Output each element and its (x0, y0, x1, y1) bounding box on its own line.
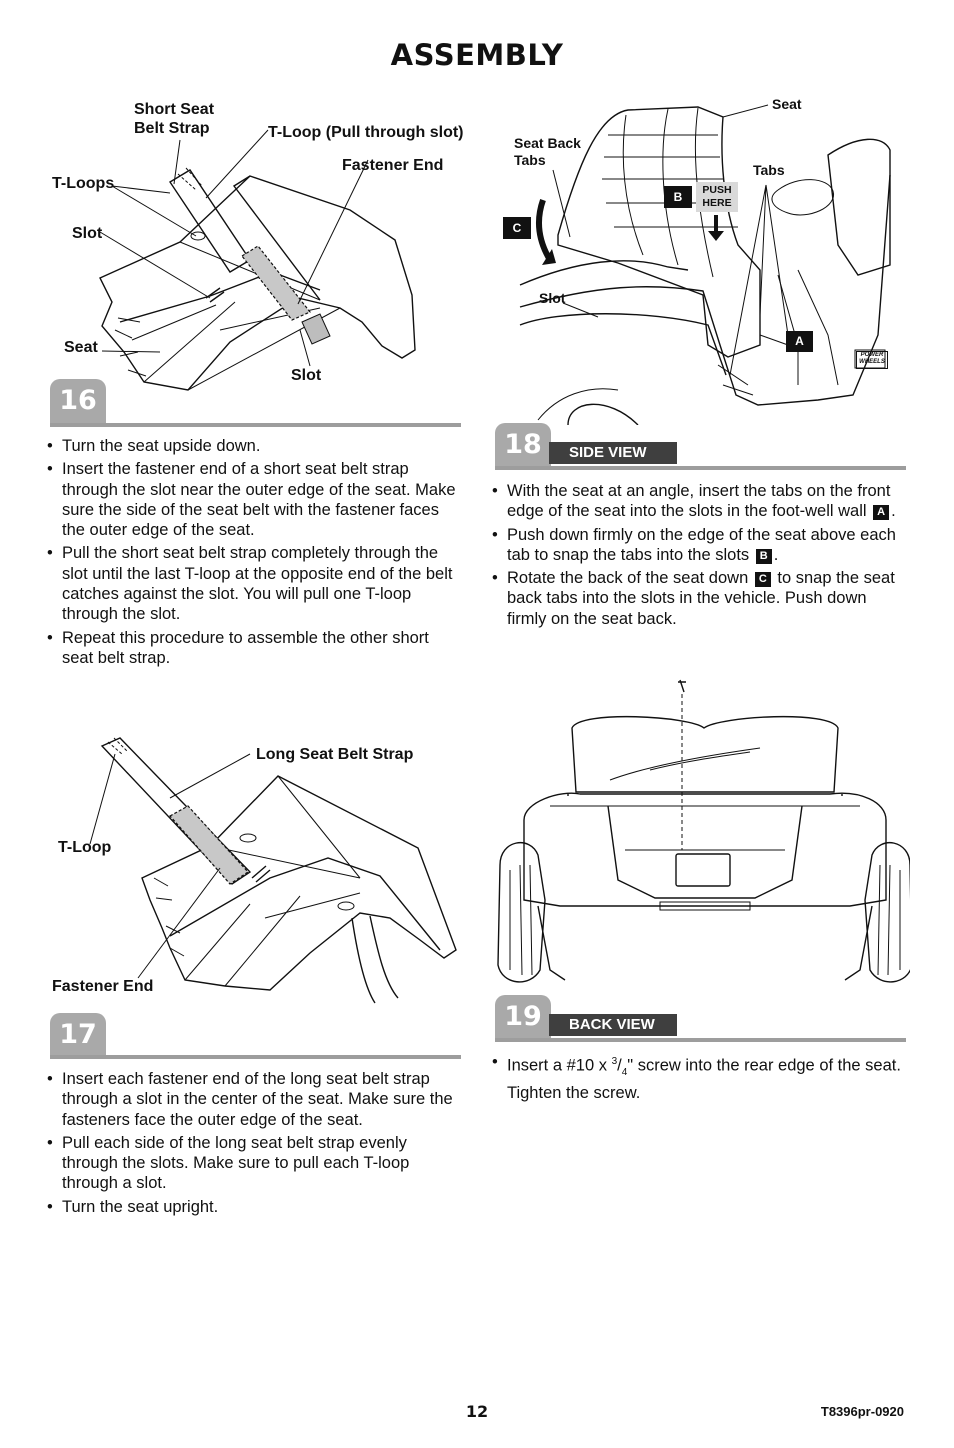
label-fastener-end: Fastener End (342, 157, 444, 174)
label-slot: Slot (539, 290, 566, 306)
key-a-badge: A (873, 505, 890, 521)
divider (50, 423, 461, 427)
back-view-label: BACK VIEW (549, 1014, 677, 1036)
list-item: Turn the seat upright. (47, 1197, 461, 1218)
step16-instructions: Turn the seat upside down. Insert the fa… (47, 436, 457, 671)
side-view-label: SIDE VIEW (549, 442, 677, 464)
step-number: 18 (495, 423, 551, 469)
list-item: Pull each side of the long seat belt str… (47, 1133, 461, 1194)
step-number: 16 (50, 379, 106, 425)
list-item: With the seat at an angle, insert the ta… (492, 481, 906, 522)
step18-instructions: With the seat at an angle, insert the ta… (492, 481, 906, 632)
marker-c: C (503, 217, 531, 239)
label-tabs: Tabs (753, 162, 785, 178)
list-item: Rotate the back of the seat down C to sn… (492, 568, 906, 629)
list-item: Insert the fastener end of a short seat … (47, 459, 457, 540)
label-fastener-end: Fastener End (52, 978, 154, 995)
page-title: ASSEMBLY (390, 38, 564, 72)
divider (50, 1055, 461, 1059)
list-item: Insert a #10 x 3/4" screw into the rear … (492, 1052, 908, 1103)
label-t-loops: T-Loops (52, 175, 115, 192)
step-number: 19 (495, 995, 551, 1041)
divider (495, 1038, 906, 1042)
step17-instructions: Insert each fastener end of the long sea… (47, 1069, 461, 1220)
step19-instructions: Insert a #10 x 3/4" screw into the rear … (492, 1052, 908, 1106)
divider (495, 466, 906, 470)
push-here-label: PUSH HERE (696, 182, 738, 212)
marker-b: B (664, 186, 692, 208)
label-long-seat-belt-strap: Long Seat Belt Strap (256, 746, 414, 763)
step19-illustration (497, 679, 910, 983)
label-seat-back-tabs: Seat Back Tabs (514, 135, 581, 168)
label-short-seat-belt-strap: Short Seat Belt Strap (134, 101, 215, 137)
list-item: Turn the seat upside down. (47, 436, 457, 457)
step16-illustration (99, 129, 416, 391)
page-number: 12 (465, 1402, 489, 1421)
marker-a: A (786, 331, 813, 352)
list-item: Pull the short seat belt strap completel… (47, 543, 457, 624)
list-item: Push down firmly on the edge of the seat… (492, 525, 906, 566)
step18-illustration (519, 104, 891, 425)
label-seat: Seat (64, 339, 98, 356)
list-item: Insert each fastener end of the long sea… (47, 1069, 461, 1130)
key-b-badge: B (755, 548, 772, 564)
label-t-loop-pull: T-Loop (Pull through slot) (268, 124, 464, 141)
label-t-loop: T-Loop (58, 839, 112, 856)
key-c-badge: C (754, 572, 771, 588)
label-seat: Seat (772, 96, 802, 112)
document-code: T8396pr-0920 (820, 1404, 904, 1419)
label-slot: Slot (72, 225, 103, 242)
step17-illustration (89, 737, 457, 1004)
step-number: 17 (50, 1013, 106, 1059)
label-slot: Slot (291, 367, 322, 384)
power-wheels-logo: POWER WHEELS (856, 351, 888, 369)
list-item: Repeat this procedure to assemble the ot… (47, 628, 457, 669)
